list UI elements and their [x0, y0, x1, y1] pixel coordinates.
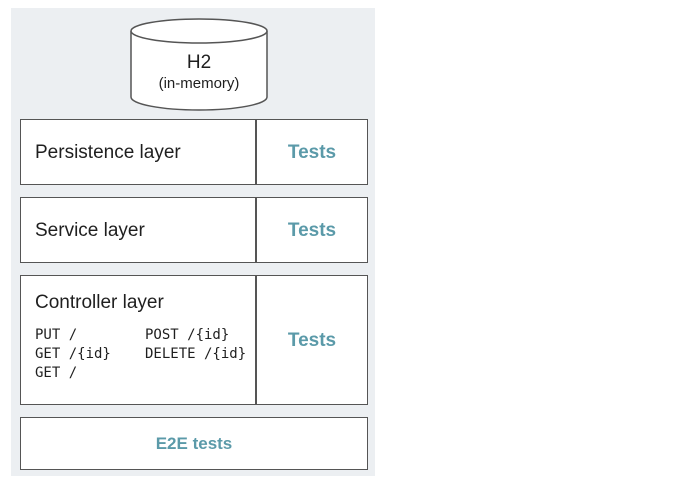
database-cylinder: H2 (in-memory) — [130, 18, 268, 112]
persistence-layer-label: Persistence layer — [35, 142, 181, 163]
endpoint-put: PUT / — [35, 327, 78, 343]
endpoint-get-id: GET /{id} — [35, 346, 111, 362]
persistence-tests-label: Tests — [287, 142, 337, 163]
endpoint-get: GET / — [35, 365, 78, 381]
database-title: H2 — [186, 52, 212, 73]
layer-divider — [255, 198, 257, 262]
endpoint-post-id: POST /{id} — [145, 327, 230, 343]
service-tests-label: Tests — [287, 220, 337, 241]
database-subtitle: (in-memory) — [158, 75, 240, 92]
service-layer-label: Service layer — [35, 220, 145, 241]
layer-divider — [255, 120, 257, 184]
controller-layer-label: Controller layer — [35, 292, 164, 313]
layer-divider — [255, 276, 257, 404]
controller-layer-box: Controller layer PUT / GET /{id} GET / P… — [20, 275, 368, 405]
e2e-tests-box: E2E tests — [20, 417, 368, 470]
controller-tests-label: Tests — [287, 330, 337, 351]
cylinder-shape — [130, 18, 268, 111]
e2e-tests-label: E2E tests — [155, 434, 233, 453]
endpoint-delete-id: DELETE /{id} — [145, 346, 247, 362]
persistence-layer-box: Persistence layer Tests — [20, 119, 368, 185]
service-layer-box: Service layer Tests — [20, 197, 368, 263]
